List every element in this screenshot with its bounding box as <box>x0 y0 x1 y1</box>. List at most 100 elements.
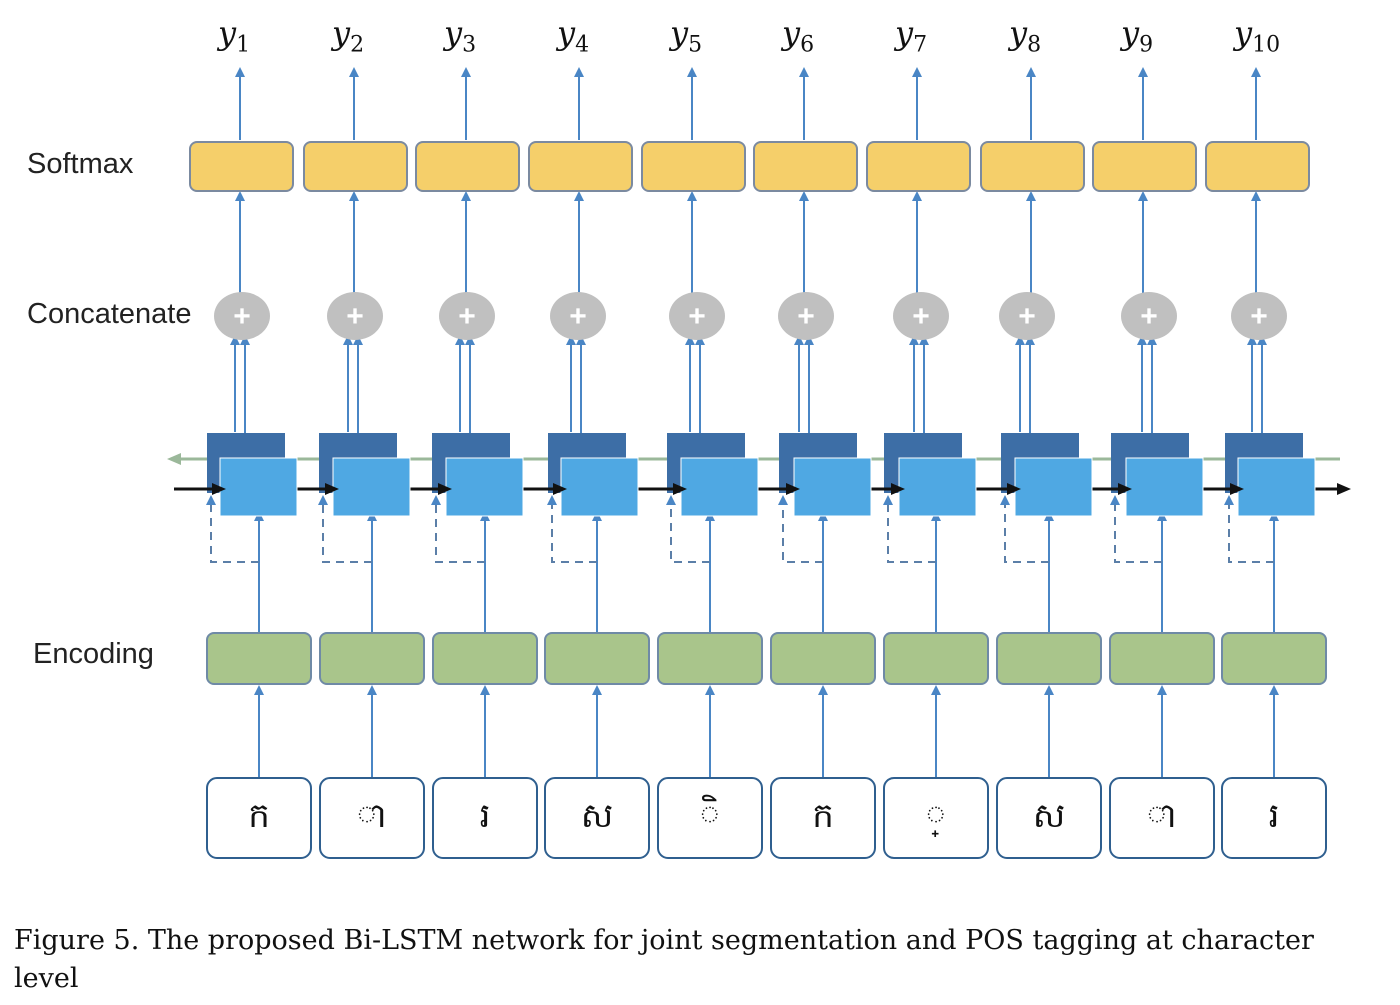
input-char-box <box>319 777 425 859</box>
encoding-box <box>883 632 989 685</box>
forward-lstm-cell <box>680 457 759 517</box>
input-char: ក <box>812 796 834 836</box>
forward-lstm-cell <box>332 457 411 517</box>
concat-plus-symbol: + <box>346 300 364 333</box>
output-label: y7 <box>895 14 927 57</box>
dashed-skip-connection <box>547 495 597 563</box>
concat-plus-symbol: + <box>912 300 930 333</box>
forward-lstm-cell <box>793 457 872 517</box>
input-char-box <box>206 777 312 859</box>
input-char: រ <box>479 796 491 836</box>
output-symbol: y <box>1121 14 1140 52</box>
encoding-box <box>770 632 876 685</box>
output-symbol: y <box>444 14 463 52</box>
encoding-box <box>1221 632 1327 685</box>
output-symbol: y <box>895 14 914 52</box>
output-symbol: y <box>782 14 801 52</box>
input-char-box <box>432 777 538 859</box>
output-label: y2 <box>332 14 364 57</box>
dashed-skip-connection <box>206 495 259 563</box>
concat-plus-symbol: + <box>569 300 587 333</box>
dashed-skip-connection <box>1110 495 1162 563</box>
dashed-skip-connection <box>1000 495 1049 563</box>
input-char-box <box>657 777 763 859</box>
concat-node <box>893 292 949 340</box>
output-index: 10 <box>1252 32 1281 58</box>
concat-node <box>327 292 383 340</box>
softmax-label: Softmax <box>27 148 134 180</box>
input-char: ◌្ <box>926 796 946 836</box>
output-index: 9 <box>1139 32 1154 58</box>
forward-lstm-cell <box>1237 457 1316 517</box>
output-label: y3 <box>444 14 476 57</box>
softmax-box <box>189 141 294 192</box>
encoding-label: Encoding <box>33 638 154 670</box>
forward-lstm-cell <box>560 457 639 517</box>
concat-node <box>669 292 725 340</box>
output-label: y4 <box>557 14 589 57</box>
input-char: ◌ា <box>356 796 388 836</box>
output-label: y9 <box>1121 14 1153 57</box>
output-label: y8 <box>1009 14 1041 57</box>
output-symbol: y <box>332 14 351 52</box>
input-char-box <box>996 777 1102 859</box>
input-char-box <box>544 777 650 859</box>
encoding-box <box>544 632 650 685</box>
input-char: ◌ា <box>1146 796 1178 836</box>
input-char: ស <box>1032 796 1066 836</box>
softmax-box <box>866 141 971 192</box>
softmax-box <box>528 141 633 192</box>
forward-lstm-cell <box>219 457 298 517</box>
input-char: ក <box>248 796 270 836</box>
concat-node <box>778 292 834 340</box>
input-char-box <box>1109 777 1215 859</box>
concat-plus-symbol: + <box>1018 300 1036 333</box>
dashed-skip-connection <box>431 495 485 563</box>
output-index: 6 <box>800 32 815 58</box>
concat-node <box>999 292 1055 340</box>
output-symbol: y <box>557 14 576 52</box>
output-symbol: y <box>1234 14 1253 52</box>
output-index: 1 <box>236 32 251 58</box>
softmax-box <box>753 141 858 192</box>
concat-plus-symbol: + <box>797 300 815 333</box>
output-symbol: y <box>1009 14 1028 52</box>
output-symbol: y <box>218 14 237 52</box>
output-label: y5 <box>670 14 702 57</box>
dashed-skip-connection <box>883 495 936 563</box>
output-index: 3 <box>462 32 477 58</box>
concat-plus-symbol: + <box>458 300 476 333</box>
dashed-skip-connection <box>1224 495 1274 563</box>
softmax-box <box>980 141 1085 192</box>
input-char: ស <box>580 796 614 836</box>
forward-lstm-cell <box>445 457 524 517</box>
concat-node <box>1121 292 1177 340</box>
output-label: y6 <box>782 14 814 57</box>
encoding-box <box>996 632 1102 685</box>
output-index: 4 <box>575 32 590 58</box>
output-label: y1 <box>218 14 250 57</box>
forward-lstm-cell <box>898 457 977 517</box>
input-char: ◌ិ <box>700 796 720 836</box>
output-label: y10 <box>1234 14 1280 57</box>
dashed-skip-connection <box>318 495 372 563</box>
concat-node <box>550 292 606 340</box>
output-index: 5 <box>688 32 703 58</box>
concat-plus-symbol: + <box>688 300 706 333</box>
forward-lstm-cell <box>1014 457 1093 517</box>
input-char: រ <box>1268 796 1280 836</box>
concat-plus-symbol: + <box>1250 300 1268 333</box>
encoding-box <box>319 632 425 685</box>
concat-plus-symbol: + <box>1140 300 1158 333</box>
softmax-box <box>641 141 746 192</box>
concat-node <box>214 292 270 340</box>
encoding-box <box>432 632 538 685</box>
forward-lstm-cell <box>1125 457 1204 517</box>
output-index: 8 <box>1027 32 1042 58</box>
concat-node <box>1231 292 1287 340</box>
output-index: 2 <box>350 32 365 58</box>
input-char-box <box>883 777 989 859</box>
encoding-box <box>1109 632 1215 685</box>
output-index: 7 <box>913 32 928 58</box>
input-char-box <box>1221 777 1327 859</box>
